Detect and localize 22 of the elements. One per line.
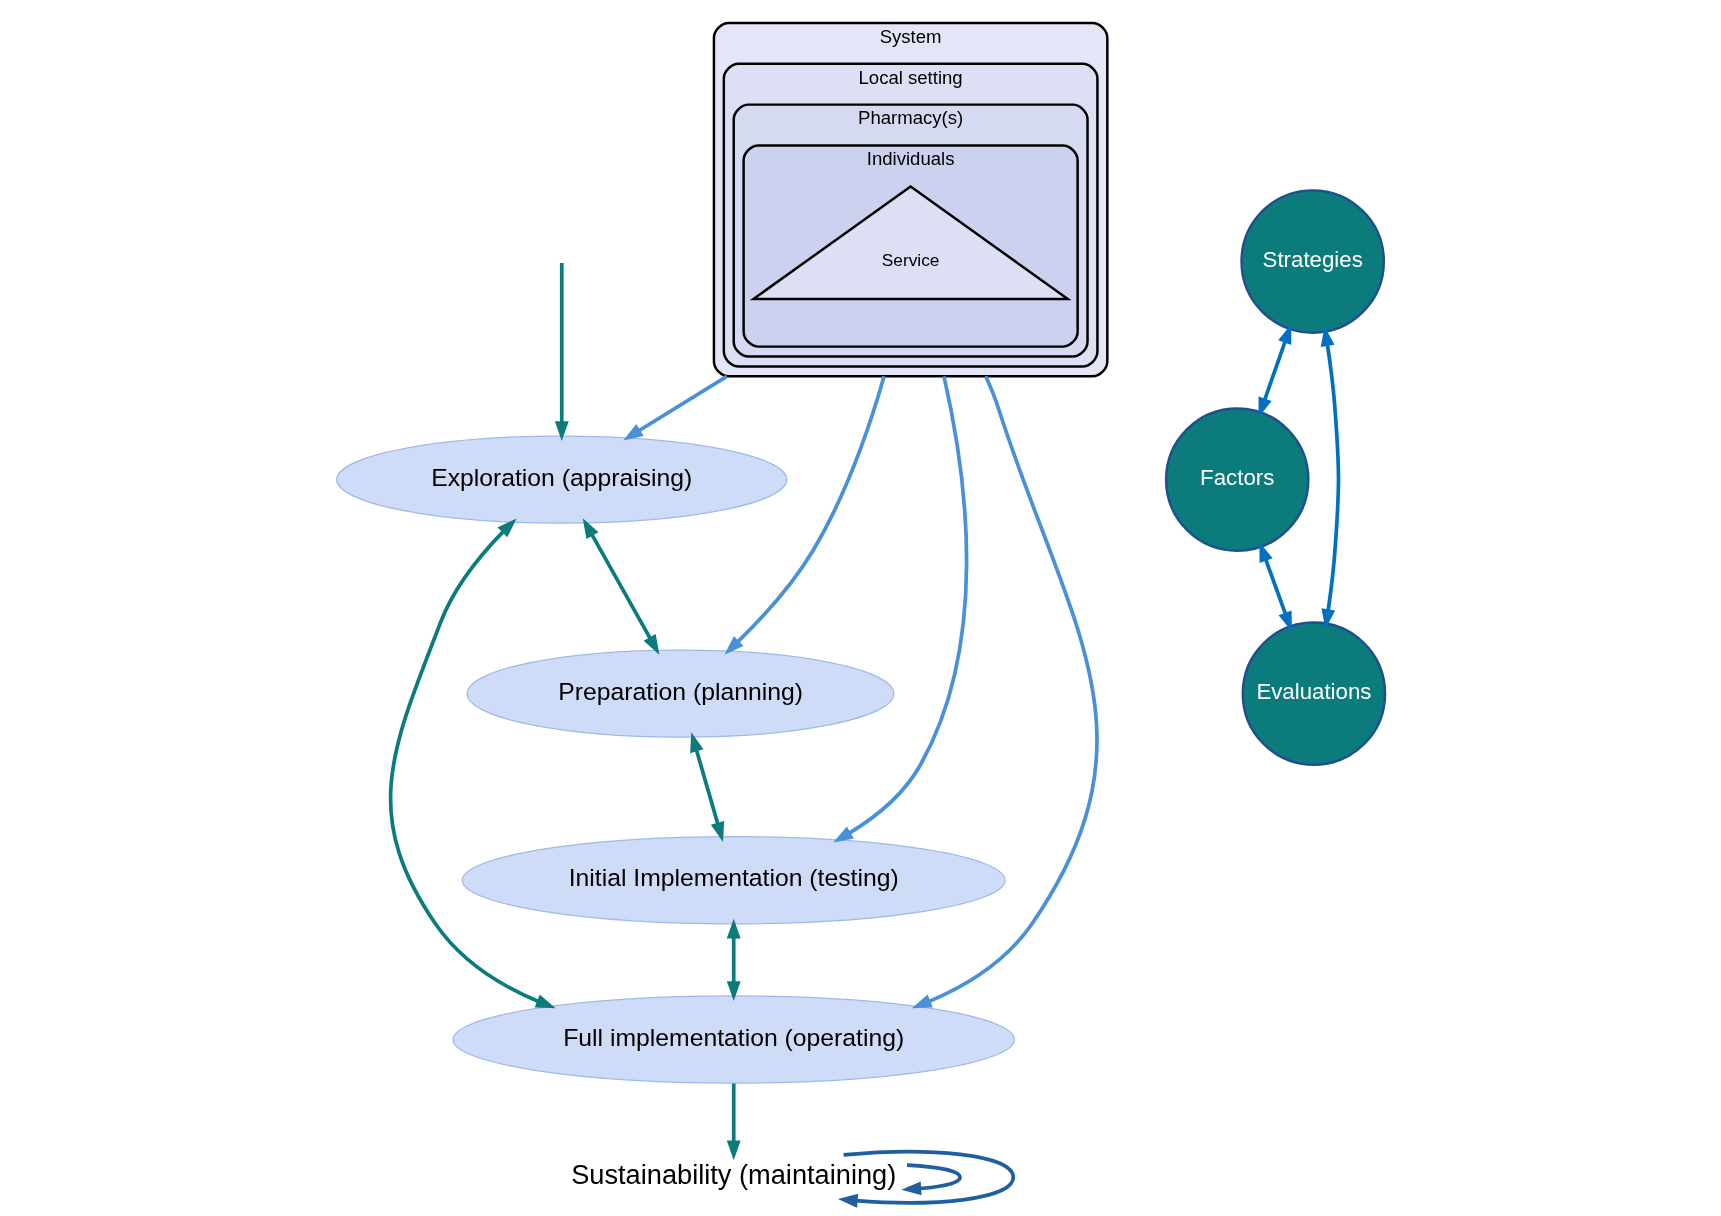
arrow — [622, 374, 728, 441]
arrow — [832, 375, 968, 843]
arrow — [1320, 326, 1340, 630]
arrow — [723, 375, 886, 655]
arrow — [689, 732, 724, 842]
node-text: Sustainability (maintaining) — [570, 1159, 896, 1191]
node-ellipse: Exploration (appraising) — [335, 435, 787, 524]
node-ellipse: Preparation (planning) — [465, 649, 895, 738]
arrow — [554, 262, 569, 442]
arrow — [900, 1163, 962, 1196]
arrow — [388, 518, 556, 1009]
node-circle: Strategies — [1239, 189, 1385, 334]
arrow — [911, 375, 1098, 1009]
node-circle: Factors — [1164, 407, 1310, 552]
node-circle: Evaluations — [1241, 621, 1386, 766]
arrow — [837, 1149, 1015, 1208]
arrow — [582, 518, 659, 655]
arrow — [726, 918, 741, 1002]
arrow — [726, 1083, 741, 1161]
arrow — [1258, 323, 1291, 418]
arrow — [1258, 541, 1292, 632]
node-ellipse: Initial Implementation (testing) — [461, 836, 1006, 925]
